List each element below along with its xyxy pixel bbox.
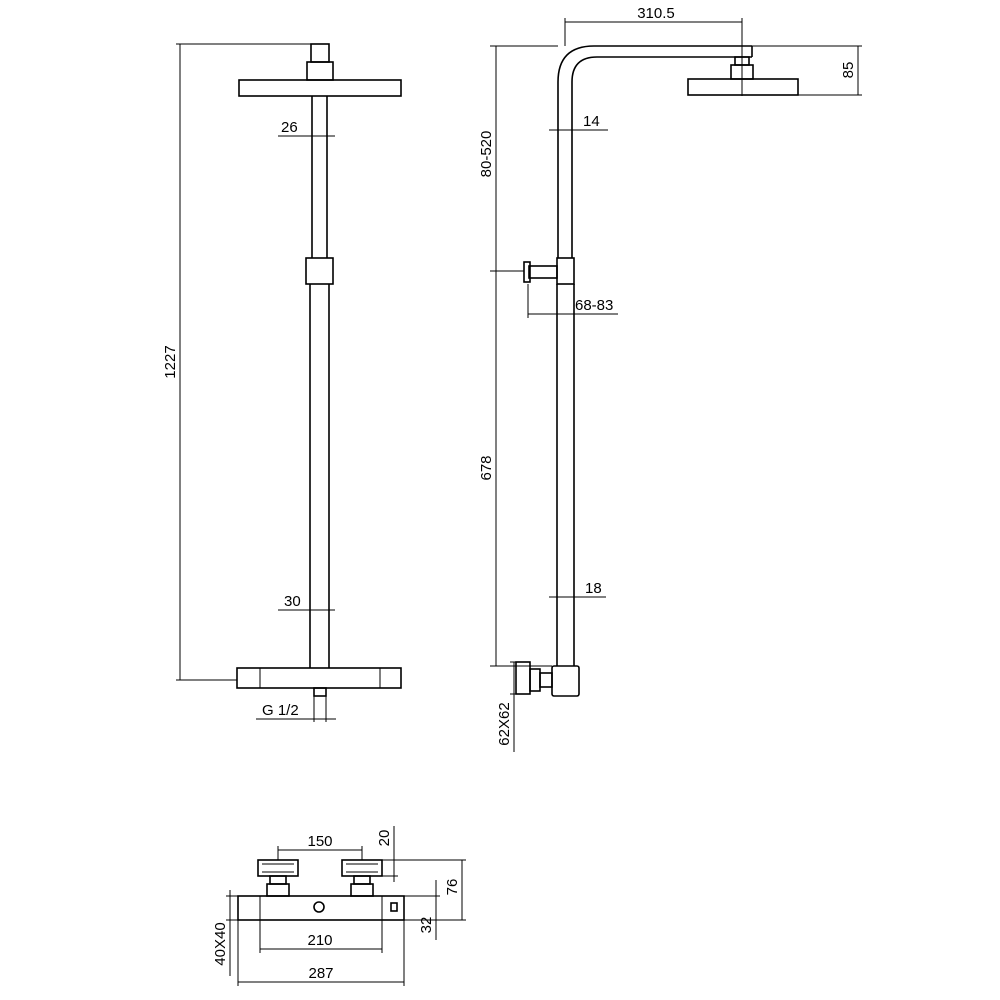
dim-upper-pipe-dia: 26 (281, 119, 298, 136)
top-outlet (313, 901, 325, 913)
side-arm-inner (571, 56, 752, 258)
side-holder-tip (523, 261, 531, 283)
dim-bracket-size: 62X62 (496, 702, 513, 745)
dim-lower-length: 678 (478, 455, 495, 480)
dim-body-section: 40X40 (212, 922, 229, 965)
dim-handle-spacing: 150 (307, 833, 332, 850)
dim-total-depth: 76 (444, 879, 461, 896)
side-slider-clamp (556, 257, 575, 285)
dim-arm-pipe-dia: 14 (583, 113, 600, 130)
top-left-stem (269, 875, 287, 885)
dim-head-height: 85 (840, 62, 857, 79)
dim-arm-reach: 310.5 (637, 5, 675, 22)
front-view: 1227 26 30 G 1/2 (162, 43, 402, 722)
top-view: 150 20 76 32 210 287 40X40 (212, 826, 466, 986)
side-holder-arm (528, 265, 558, 279)
top-mixer-body (237, 895, 405, 921)
front-shower-head (238, 79, 402, 97)
front-top-nut (306, 61, 334, 81)
side-view: 310.5 85 14 80-520 678 68-83 18 62X62 (478, 5, 862, 752)
dim-adjust-range: 80-520 (478, 131, 495, 178)
dim-inlet-thread: G 1/2 (262, 702, 299, 719)
top-right-handle (341, 859, 383, 877)
dim-lower-pipe-dia-side: 18 (585, 580, 602, 597)
side-mixer-end (551, 665, 580, 697)
dim-inlet-centers: 210 (307, 932, 332, 949)
top-left-handle (257, 859, 299, 877)
dim-body-length: 287 (308, 965, 333, 982)
front-top-cap (310, 43, 330, 63)
dim-lower-pipe-dia: 30 (284, 593, 301, 610)
top-right-stem (353, 875, 371, 885)
side-wall-bracket (515, 661, 531, 695)
dim-height-overall: 1227 (162, 345, 179, 378)
side-arm-outer (557, 45, 752, 258)
front-coupling (305, 257, 334, 285)
side-shower-head (687, 78, 799, 96)
dim-holder-range: 68-83 (575, 297, 613, 314)
front-mixer-body (236, 667, 402, 689)
dim-body-depth: 32 (418, 917, 435, 934)
side-eccentric (539, 672, 553, 688)
side-connector (529, 668, 541, 692)
top-left-base (266, 883, 290, 897)
top-button (390, 902, 398, 912)
dim-knob-offset: 20 (376, 830, 393, 847)
front-outlet (313, 687, 327, 697)
top-right-base (350, 883, 374, 897)
